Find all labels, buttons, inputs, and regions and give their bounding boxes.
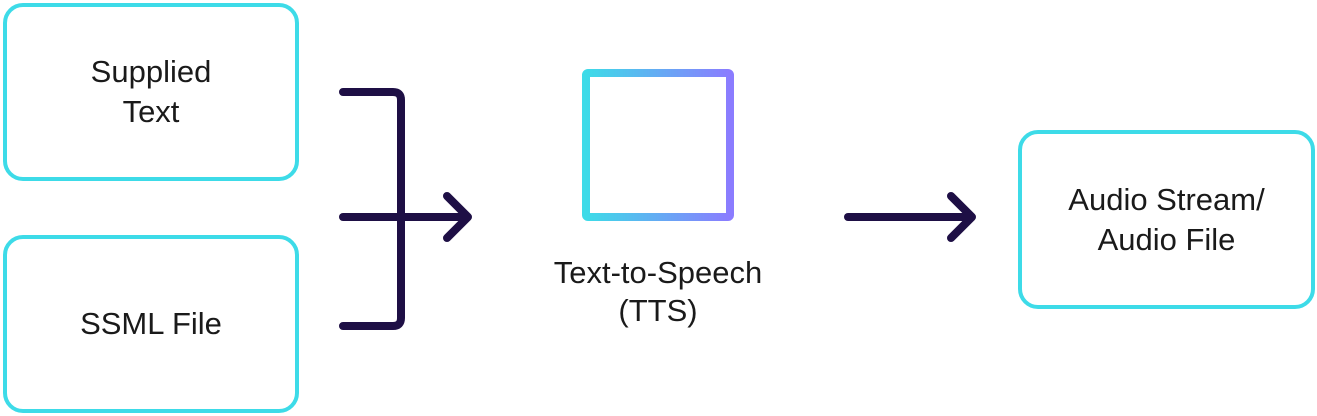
input-arrow — [339, 192, 472, 242]
supplied-text-box: Supplied Text — [3, 3, 299, 181]
audio-output-label: Audio Stream/ Audio File — [1068, 181, 1265, 257]
ssml-file-label: SSML File — [80, 306, 222, 341]
tts-label: Text-to-Speech (TTS) — [553, 255, 763, 328]
audio-output-box: Audio Stream/ Audio File — [1018, 130, 1315, 309]
output-arrow — [844, 192, 976, 242]
merge-bracket-connector — [339, 88, 405, 330]
ssml-file-box: SSML File — [3, 235, 299, 413]
document-lines-icon — [582, 69, 734, 221]
supplied-text-label: Supplied Text — [90, 54, 212, 129]
